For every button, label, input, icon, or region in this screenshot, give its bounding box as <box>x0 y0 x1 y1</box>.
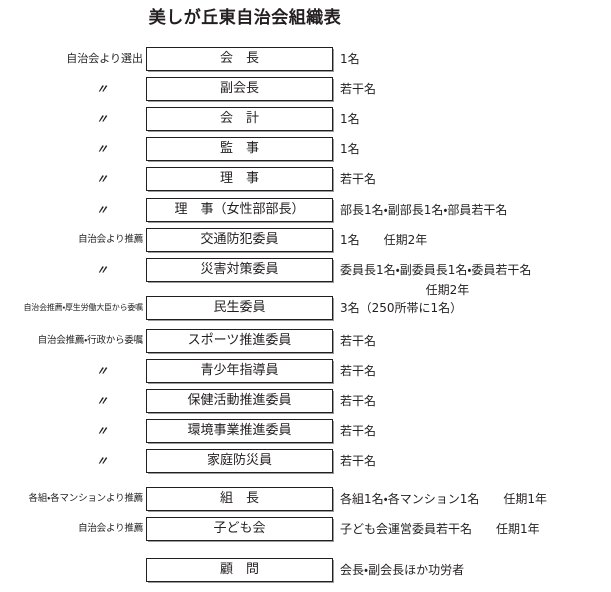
row-source-label: 〃 <box>95 394 108 408</box>
row-detail-text-line2: 任期2年 <box>425 283 470 297</box>
position-box: 理 事 <box>146 167 333 191</box>
position-box: 環境事業推進委員 <box>146 419 333 443</box>
org-row: 〃 青少年指導員若干名 <box>0 359 611 383</box>
position-box: 民生委員 <box>146 296 333 320</box>
row-source-label: 〃 <box>95 454 108 468</box>
row-detail-text: 会長・副会長ほか功労者 <box>340 563 465 577</box>
org-row: 自治会より選出会 長 1名 <box>0 47 611 71</box>
org-row: 〃 副会長若干名 <box>0 77 611 101</box>
org-row: 〃 会 計 1名 <box>0 107 611 131</box>
row-source-label: 〃 <box>95 364 108 378</box>
position-box: 会 計 <box>146 107 333 131</box>
position-box: 家庭防災員 <box>146 449 333 473</box>
row-detail-text: 1名 <box>340 112 360 126</box>
row-source-label <box>0 558 144 582</box>
org-row: 〃 災害対策委員委員長1名・副委員長1名・委員若干名任期2年 <box>0 258 611 297</box>
row-source-label: 自治会より推薦 <box>78 523 143 534</box>
row-detail-text: 3名（250所帯に1名） <box>340 301 463 315</box>
org-row: 〃 保健活動推進委員若干名 <box>0 389 611 413</box>
org-row: 自治会より推薦子ども会子ども会運営委員若干名 任期1年 <box>0 517 611 541</box>
row-source-label: 自治会より推薦 <box>78 234 143 245</box>
row-detail-text: 若干名 <box>340 172 377 186</box>
row-source-label: 自治会より選出 <box>66 52 143 65</box>
position-box: 災害対策委員 <box>146 258 333 282</box>
row-source-label: 〃 <box>95 263 108 277</box>
org-row: 顧 問会長・副会長ほか功労者 <box>0 558 611 582</box>
page-title: 美しが丘東自治会組織表 <box>148 8 342 28</box>
row-detail-text: 1名 <box>340 52 360 66</box>
position-box: 組 長 <box>146 487 333 511</box>
position-box: 子ども会 <box>146 517 333 541</box>
row-source-label: 〃 <box>95 203 108 217</box>
row-source-label: 自治会推薦・行政から委嘱 <box>37 335 144 346</box>
org-row: 自治会より推薦交通防犯委員 1名 任期2年 <box>0 228 611 252</box>
row-detail-text: 子ども会運営委員若干名 任期1年 <box>340 522 540 536</box>
org-row: 〃 理 事若干名 <box>0 167 611 191</box>
row-source-label: 各組・各マンションより推薦 <box>28 493 144 504</box>
row-detail-text: 若干名 <box>340 394 377 408</box>
position-box: スポーツ推進委員 <box>146 329 333 353</box>
position-box: 監 事 <box>146 137 333 161</box>
position-box: 青少年指導員 <box>146 359 333 383</box>
row-detail-text: 若干名 <box>340 454 377 468</box>
row-detail-text: 1名 <box>340 142 360 156</box>
row-detail-text: 1名 任期2年 <box>340 233 428 247</box>
row-source-label: 〃 <box>95 112 108 126</box>
org-row: 〃 監 事 1名 <box>0 137 611 161</box>
row-detail-text: 若干名 <box>340 334 377 348</box>
position-box: 会 長 <box>146 47 333 71</box>
row-detail-text: 各組1名・各マンション1名 任期1年 <box>340 492 547 506</box>
row-detail-text: 部長1名・副部長1名・部員若干名 <box>340 203 508 217</box>
row-detail-text: 若干名 <box>340 364 377 378</box>
row-detail-text: 若干名 <box>340 82 377 96</box>
row-detail-text: 若干名 <box>340 424 377 438</box>
org-row: 各組・各マンションより推薦組 長各組1名・各マンション1名 任期1年 <box>0 487 611 511</box>
row-source-label: 〃 <box>95 142 108 156</box>
row-source-label: 自治会推薦・厚生労働大臣から委嘱 <box>23 303 143 312</box>
row-source-label: 〃 <box>95 172 108 186</box>
row-detail-text: 委員長1名・副委員長1名・委員若干名 <box>340 263 532 277</box>
row-source-label: 〃 <box>95 424 108 438</box>
org-row: 〃 理 事（女性部部長） 部長1名・副部長1名・部員若干名 <box>0 198 611 222</box>
org-row: 自治会推薦・厚生労働大臣から委嘱民生委員 3名（250所帯に1名） <box>0 296 611 320</box>
org-row: 〃 家庭防災員若干名 <box>0 449 611 473</box>
position-box: 理 事（女性部部長） <box>146 198 333 222</box>
org-row: 〃 環境事業推進委員若干名 <box>0 419 611 443</box>
org-row: 自治会推薦・行政から委嘱スポーツ推進委員若干名 <box>0 329 611 353</box>
position-box: 交通防犯委員 <box>146 228 333 252</box>
position-box: 保健活動推進委員 <box>146 389 333 413</box>
position-box: 副会長 <box>146 77 333 101</box>
row-source-label: 〃 <box>95 82 108 96</box>
position-box: 顧 問 <box>146 558 333 582</box>
